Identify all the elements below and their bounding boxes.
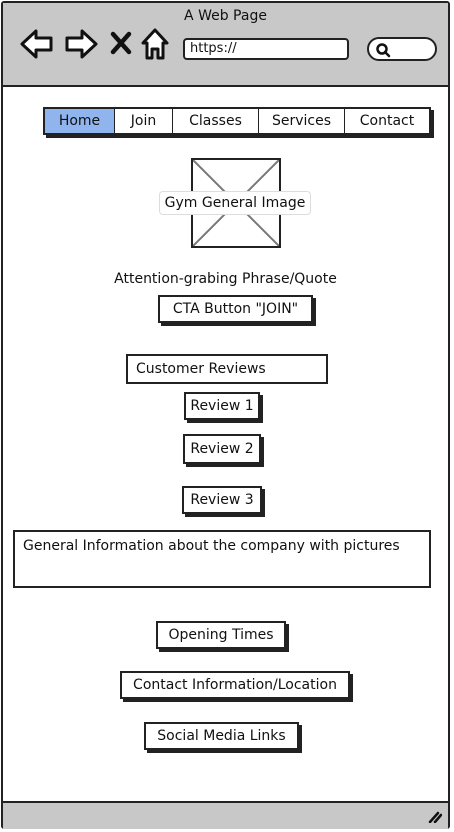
tab-classes[interactable]: Classes: [173, 109, 259, 133]
resize-grip-icon[interactable]: [428, 811, 442, 823]
company-info-box: General Information about the company wi…: [13, 530, 431, 588]
tab-join[interactable]: Join: [115, 109, 173, 133]
review-3[interactable]: Review 3: [182, 486, 262, 514]
search-icon: [376, 43, 391, 58]
social-media-links-button[interactable]: Social Media Links: [144, 722, 299, 750]
opening-times-button[interactable]: Opening Times: [156, 621, 286, 649]
forward-arrow-icon[interactable]: [63, 27, 99, 61]
status-bar: [3, 801, 448, 829]
contact-location-button[interactable]: Contact Information/Location: [120, 671, 350, 699]
review-2[interactable]: Review 2: [183, 434, 261, 464]
tab-services[interactable]: Services: [259, 109, 345, 133]
close-x-icon[interactable]: [110, 31, 132, 55]
back-arrow-icon[interactable]: [19, 27, 55, 61]
tab-home[interactable]: Home: [45, 109, 115, 133]
hero-phrase: Attention-grabing Phrase/Quote: [114, 271, 337, 287]
home-icon[interactable]: [139, 27, 171, 61]
main-nav: Home Join Classes Services Contact: [43, 107, 431, 135]
search-box[interactable]: [367, 37, 437, 61]
window-title: A Web Page: [184, 8, 267, 24]
cta-join-button[interactable]: CTA Button "JOIN": [158, 295, 313, 323]
tab-contact[interactable]: Contact: [359, 113, 415, 129]
customer-reviews-header: Customer Reviews: [126, 354, 328, 384]
review-1[interactable]: Review 1: [184, 392, 260, 420]
image-label: Gym General Image: [159, 191, 311, 215]
url-input[interactable]: https://: [183, 38, 349, 60]
browser-titlebar: A Web Page https://: [3, 3, 448, 87]
